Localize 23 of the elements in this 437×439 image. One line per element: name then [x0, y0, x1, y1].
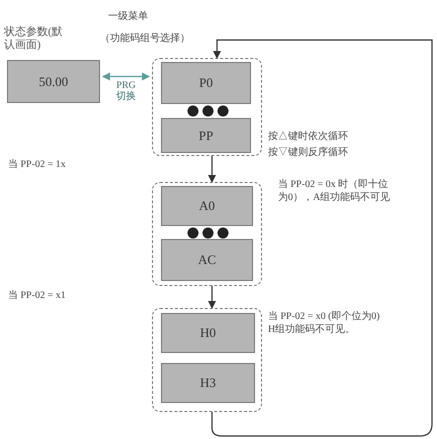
arrow	[208, 286, 216, 309]
note-text: 一级菜单	[108, 10, 149, 23]
group-frame	[152, 308, 262, 412]
group-frame	[152, 58, 262, 156]
note-text: （功能码组号选择）	[100, 32, 191, 45]
group-frame	[152, 182, 262, 286]
note-text: 按▽键则反序循环	[268, 146, 349, 159]
parameter-box: P0	[161, 62, 251, 104]
parameter-box: 50.00	[7, 60, 100, 103]
note-text: 按△键时依次循环	[268, 130, 349, 143]
parameter-box: AC	[161, 239, 253, 281]
arrow	[102, 72, 150, 80]
status-caption: 状态参数(默认画面)	[4, 26, 64, 52]
arrow	[211, 39, 433, 437]
note-text: 当 PP-02 = x1	[8, 289, 67, 302]
arrow	[208, 156, 216, 183]
parameter-box: H3	[161, 363, 255, 403]
parameter-box: PP	[161, 118, 251, 153]
parameter-box: H0	[161, 313, 255, 353]
note-text: 当 PP-02 = 0x 时（即十位为0），A组功能码不可见	[278, 178, 392, 204]
note-text: 当 PP-02 = 1x	[8, 158, 67, 171]
parameter-box: A0	[161, 186, 253, 226]
note-text: 当 PP-02 = x0 (即个位为0) H组功能码不可见。	[268, 310, 381, 336]
